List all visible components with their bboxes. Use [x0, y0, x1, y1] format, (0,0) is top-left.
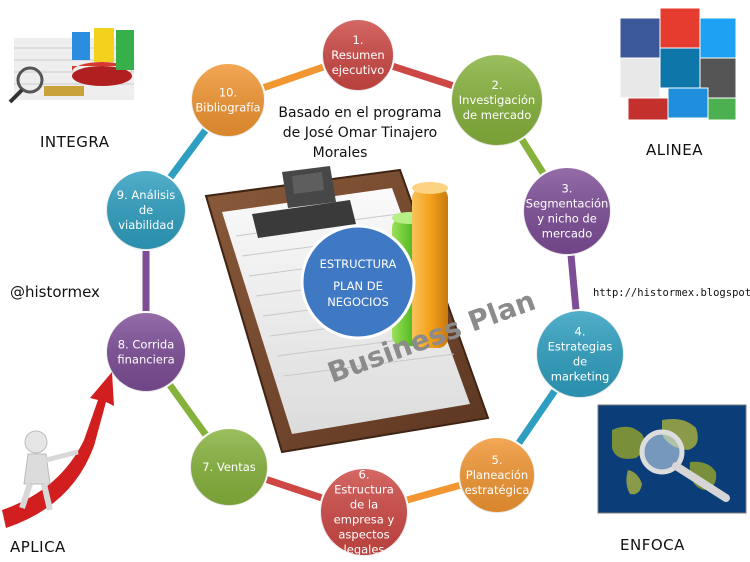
- integra-label: INTEGRA: [40, 133, 110, 151]
- node-label-line: 4.: [575, 325, 586, 339]
- node-label-line: Bibliografía: [195, 101, 260, 115]
- alinea-label: ALINEA: [646, 141, 704, 159]
- enfoca-label: ENFOCA: [620, 536, 685, 554]
- node-label-line: ejecutivo: [332, 63, 385, 77]
- node-label-line: financiera: [117, 353, 174, 367]
- node-label-line: mercado: [542, 227, 592, 241]
- node-label-line: estratégica: [465, 483, 530, 497]
- node-label-line: 7. Ventas: [202, 460, 256, 474]
- node-label-line: viabilidad: [118, 218, 174, 232]
- subtitle-line-3: Morales: [313, 145, 368, 161]
- node-label-line: de: [573, 355, 587, 369]
- node-label-line: de la: [350, 498, 378, 512]
- node-shade: [190, 428, 268, 506]
- node-label-line: Resumen: [331, 48, 384, 62]
- aplica-label: APLICA: [10, 538, 66, 556]
- node-ventas: 7. Ventas: [189, 427, 269, 507]
- node-label-line: 10.: [219, 86, 237, 100]
- blog-url: http://histormex.blogspot.mx: [593, 287, 750, 299]
- center-line-2: PLAN DE: [333, 279, 383, 293]
- node-bibliografia: 10.Bibliografía: [190, 62, 266, 138]
- node-label-line: 1.: [353, 33, 364, 47]
- world-map-magnifier-icon: [597, 404, 747, 514]
- node-label-line: marketing: [551, 370, 610, 384]
- charts-icon: [8, 28, 134, 104]
- node-label-line: 5.: [492, 453, 503, 467]
- node-shade: [451, 54, 543, 146]
- node-shade: [106, 312, 186, 392]
- growth-arrow-person-icon: [2, 372, 114, 528]
- social-cube-icon: [619, 7, 737, 121]
- node-shade: [322, 19, 394, 91]
- node-label-line: legales: [344, 543, 385, 557]
- node-label-line: Segmentación: [526, 197, 609, 211]
- node-shade: [191, 63, 265, 137]
- node-shade: [459, 437, 535, 513]
- node-label-line: 6.: [359, 468, 370, 482]
- node-label-line: aspectos: [338, 528, 389, 542]
- subtitle-line-2: de José Omar Tinajero: [283, 125, 437, 141]
- subtitle-line-1: Basado en el programa: [278, 105, 441, 121]
- twitter-handle: @histormex: [10, 283, 100, 301]
- node-label-line: 8. Corrida: [118, 338, 175, 352]
- node-shade: [320, 468, 408, 556]
- center-circle: ESTRUCTURA PLAN DE NEGOCIOS: [300, 224, 416, 340]
- center-title: ESTRUCTURA: [320, 257, 397, 271]
- node-label-line: y nicho de: [537, 212, 597, 226]
- node-label-line: empresa y: [334, 513, 395, 527]
- node-label-line: Estructura: [334, 483, 394, 497]
- node-label-line: de mercado: [463, 108, 532, 122]
- node-label-line: 9. Análisis: [117, 188, 175, 202]
- node-label-line: de: [139, 203, 153, 217]
- center-line-3: NEGOCIOS: [327, 295, 389, 309]
- node-label-line: Estrategias: [548, 340, 613, 354]
- node-shade: [523, 167, 611, 255]
- node-shade: [106, 170, 186, 250]
- node-label-line: 3.: [562, 182, 573, 196]
- node-shade: [536, 310, 624, 398]
- node-label-line: Planeación: [466, 468, 528, 482]
- node-label-line: 2.: [492, 78, 503, 92]
- subtitle: Basado en el programa de José Omar Tinaj…: [278, 105, 441, 161]
- node-label-line: Investigación: [459, 93, 535, 107]
